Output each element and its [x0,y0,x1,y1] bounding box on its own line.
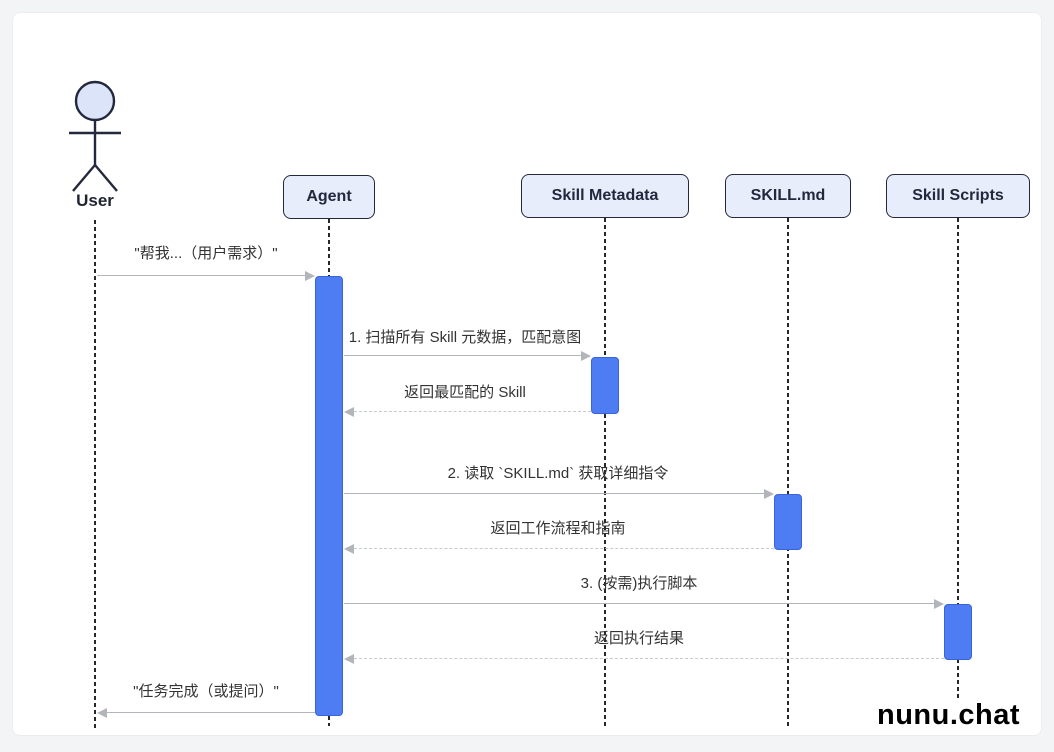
participant-box-skill-scripts: Skill Scripts [886,174,1030,218]
arrowhead-right-icon [305,271,315,281]
message-line-5 [354,548,774,549]
message-label-2: 1. 扫描所有 Skill 元数据，匹配意图 [348,329,582,346]
arrowhead-left-icon [344,544,354,554]
arrowhead-right-icon [764,489,774,499]
message-label-7: 返回执行结果 [593,630,685,647]
arrowhead-right-icon [581,351,591,361]
activation-skill-md [774,494,802,550]
message-line-7 [354,658,944,659]
activation-skill-metadata [591,357,619,414]
participant-box-skill-md: SKILL.md [725,174,851,218]
message-label-4: 2. 读取 `SKILL.md` 获取详细指令 [447,465,669,482]
activation-skill-scripts [944,604,972,660]
message-line-4 [344,493,764,494]
message-line-6 [344,603,934,604]
watermark-text: nunu.chat [873,699,1025,732]
message-label-8: "任务完成（或提问）" [133,683,279,700]
activation-agent [315,276,343,716]
message-line-2 [344,355,581,356]
message-line-1 [97,275,305,276]
message-line-8 [107,712,315,713]
message-line-3 [354,411,591,412]
message-label-5: 返回工作流程和指南 [490,520,626,537]
participant-label-agent: Agent [306,188,352,205]
actor-label-user: User [76,191,114,210]
message-label-6: 3. (按需)执行脚本 [580,575,698,592]
lifeline-skill-md [787,218,789,726]
arrowhead-left-icon [97,708,107,718]
participant-label-skill-scripts: Skill Scripts [912,187,1004,204]
user-actor-icon [69,80,121,192]
arrowhead-left-icon [344,407,354,417]
diagram-canvas: User Agent Skill Metadata SKILL.md Skill… [12,12,1042,736]
lifeline-skill-scripts [957,218,959,726]
arrowhead-left-icon [344,654,354,664]
message-label-1: "帮我...（用户需求）" [134,245,278,262]
lifeline-skill-metadata [604,218,606,726]
participant-box-agent: Agent [283,175,375,219]
lifeline-user [94,220,96,728]
participant-label-skill-md: SKILL.md [750,187,826,204]
arrowhead-right-icon [934,599,944,609]
message-label-3: 返回最匹配的 Skill [404,384,526,401]
participant-label-skill-metadata: Skill Metadata [551,187,659,204]
participant-box-skill-metadata: Skill Metadata [521,174,689,218]
